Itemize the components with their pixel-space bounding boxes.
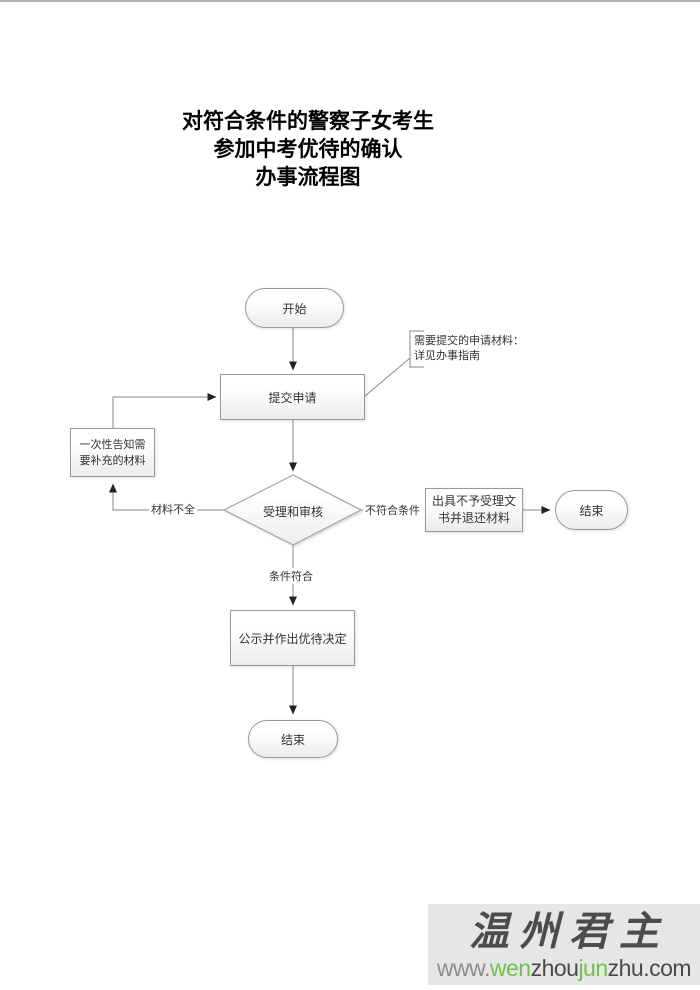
publicize-decision-label: 公示并作出优待决定 — [238, 631, 347, 646]
edge-label-materials-incomplete: 材料不全 — [149, 501, 197, 517]
start-node: 开始 — [245, 288, 344, 328]
reject-document-line-2: 书并退还材料 — [437, 511, 510, 525]
end-node-bottom: 结束 — [248, 720, 338, 758]
watermark-url-part-zhucom: zhu.com — [607, 954, 692, 981]
start-node-label: 开始 — [282, 301, 307, 316]
note-annotation: 需要提交的申请材料： 详见办事指南 — [414, 334, 524, 364]
publicize-decision-node: 公示并作出优待决定 — [230, 610, 355, 666]
page-title-line-2: 参加中考优待的确认 — [213, 138, 403, 161]
watermark-brand-text: 温州君主 — [469, 907, 669, 955]
page-title-line-1: 对符合条件的警察子女考生 — [182, 110, 434, 133]
edge-submit-to-note — [364, 357, 411, 397]
end-node-right: 结束 — [555, 490, 628, 530]
edge-label-qualified: 条件符合 — [267, 568, 315, 584]
page-title-line-3: 办事流程图 — [255, 166, 361, 189]
watermark-block: 温州君主 www.wenzhoujunzhu.com — [428, 904, 700, 985]
supplement-materials-line-1: 一次性告知需 — [79, 438, 146, 451]
submit-application-label: 提交申请 — [268, 390, 317, 405]
review-decision-label: 受理和审核 — [262, 505, 323, 519]
note-line-2: 详见办事指南 — [414, 350, 480, 362]
watermark-url: www.wenzhoujunzhu.com — [436, 954, 692, 981]
reject-document-node: 出具不予受理文 书并退还材料 — [425, 488, 523, 532]
supplement-materials-line-2: 要补充的材料 — [79, 454, 146, 467]
watermark-url-part-zhou: zhou — [530, 954, 579, 981]
reject-document-line-1: 出具不予受理文 — [431, 494, 516, 508]
watermark-url-part-wen: wen — [489, 954, 531, 981]
end-node-bottom-label: 结束 — [280, 732, 305, 747]
watermark-url-part-jun: jun — [578, 954, 608, 981]
watermark-url-part-www: www. — [436, 954, 490, 981]
note-line-1: 需要提交的申请材料： — [414, 335, 524, 347]
edge-label-not-qualified: 不符合条件 — [363, 502, 422, 518]
submit-application-node: 提交申请 — [220, 374, 365, 420]
page-top-divider — [0, 0, 700, 2]
end-node-right-label: 结束 — [579, 503, 604, 518]
supplement-materials-node: 一次性告知需 要补充的材料 — [70, 428, 155, 477]
page-title: 对符合条件的警察子女考生 参加中考优待的确认 办事流程图 — [158, 108, 458, 192]
edge-supplement-to-submit — [112, 393, 217, 428]
